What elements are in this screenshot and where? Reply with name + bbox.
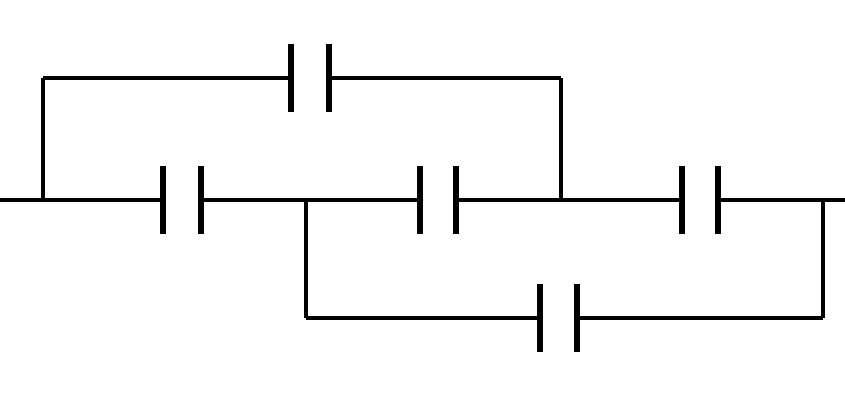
- capacitor-c5: [537, 284, 580, 352]
- bottom-branch: [304, 200, 825, 320]
- capacitor-c4: [679, 166, 721, 234]
- capacitor-c3: [417, 166, 459, 234]
- capacitor-c1: [288, 44, 332, 112]
- top-branch: [41, 76, 563, 200]
- capacitor-c2: [160, 166, 204, 234]
